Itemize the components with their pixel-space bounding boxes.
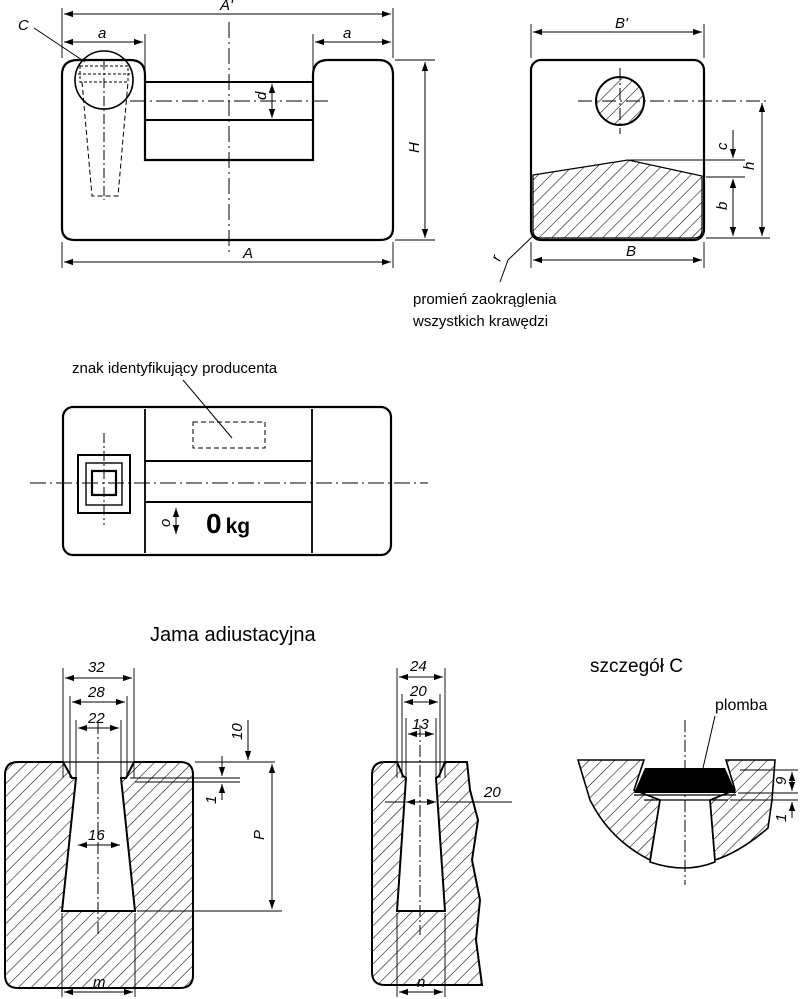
seal-label: plomba [715, 697, 768, 714]
dim-b-prime: B' [615, 15, 629, 32]
dim-m: m [93, 974, 106, 991]
dim-32: 32 [88, 659, 105, 676]
dim-b: B [626, 243, 636, 260]
cavity-right-section: 24 20 13 20 n [371, 658, 512, 997]
seal-square-outer [77, 454, 131, 514]
detail-marker-label: C [18, 17, 29, 34]
dim-b-lower: b [714, 202, 731, 210]
detail-dim-1: 1 [773, 814, 790, 822]
dim-o: o [157, 519, 174, 527]
cavity-left-section: 32 28 22 16 10 1 P m [4, 659, 282, 997]
dim-a-left: a [98, 25, 106, 42]
dim-h-height: H [406, 142, 423, 153]
dim-p: P [251, 830, 268, 840]
cavity-title: Jama adiustacyjna [150, 624, 317, 646]
dim-24: 24 [409, 658, 427, 675]
dim-n: n [417, 974, 425, 991]
side-hatch-area [532, 159, 703, 239]
dim-a-prime: A' [219, 0, 234, 14]
detail-c-view: szczegół C plomba 9 1 [576, 656, 798, 885]
dim-r: r [488, 252, 506, 263]
dim-c: c [714, 142, 731, 150]
side-view: B' c b h B r promień zaokrąglenia wszyst… [412, 15, 770, 330]
dim-13: 13 [412, 716, 429, 733]
front-body-outline [60, 58, 395, 242]
dim-20-top: 20 [409, 683, 427, 700]
dim-28: 28 [87, 684, 105, 701]
dim-10: 10 [229, 723, 246, 740]
left-section-hatch [4, 761, 194, 989]
dim-a-bottom: A [242, 245, 253, 262]
side-body-outline [529, 58, 706, 242]
dim-22: 22 [87, 710, 105, 727]
radius-note-line-1: promień zaokrąglenia [413, 291, 557, 308]
detail-c-title: szczegół C [590, 656, 683, 677]
right-section-hatch [371, 761, 484, 986]
maker-mark-box [192, 421, 266, 449]
dim-d: d [253, 91, 270, 100]
maker-mark-note: znak identyfikujący producenta [72, 360, 278, 377]
front-view: C A' a a d H A [18, 0, 435, 268]
top-body-outline [61, 405, 393, 557]
detail-hatch-left [576, 759, 661, 862]
dim-20-side: 20 [483, 784, 501, 801]
radius-note-line-2: wszystkich krawędzi [412, 313, 548, 330]
dim-16: 16 [88, 827, 105, 844]
dim-1-left: 1 [203, 796, 220, 804]
dim-h-small: h [741, 162, 758, 170]
dim-a-right: a [343, 25, 351, 42]
detail-dim-9: 9 [773, 776, 790, 785]
